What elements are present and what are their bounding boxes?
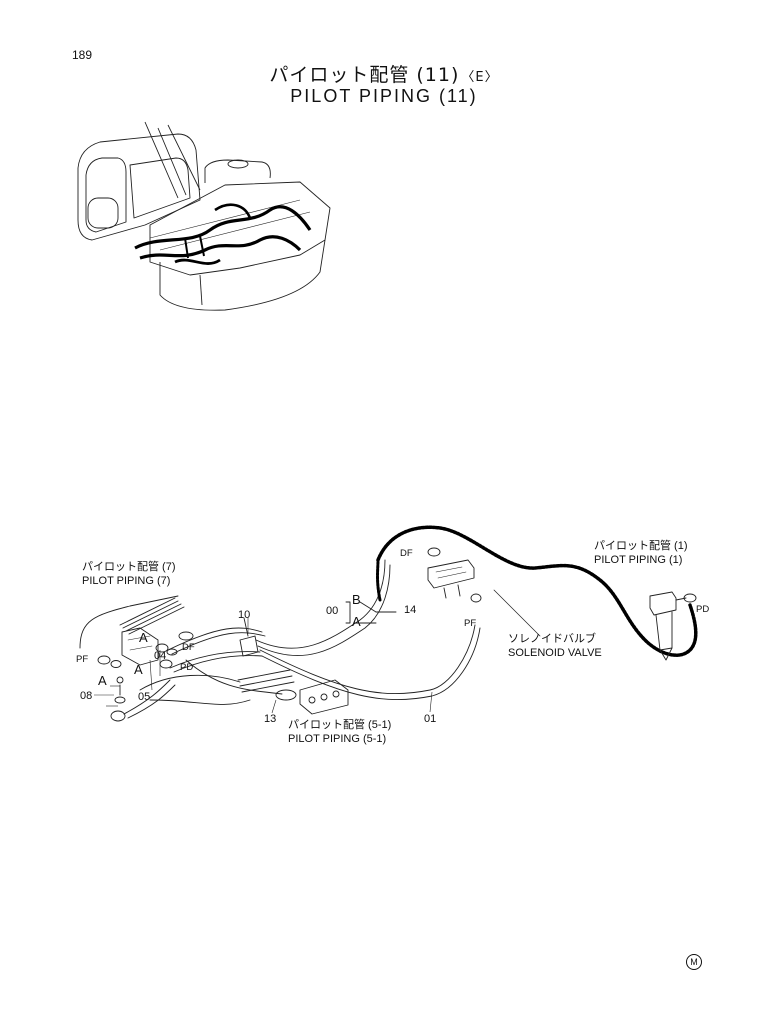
part-number-01: 01 bbox=[424, 713, 437, 725]
callout-pilot-piping-7: パイロット配管 (7) PILOT PIPING (7) bbox=[82, 561, 176, 589]
callout-pp7-jp: パイロット配管 (7) bbox=[82, 561, 176, 573]
callout-sol-jp: ソレノイドバルブ bbox=[508, 633, 596, 645]
excavator-overview bbox=[77, 121, 331, 311]
callout-sol-en: SOLENOID VALVE bbox=[508, 646, 602, 659]
page-number: 189 bbox=[72, 48, 93, 62]
port-label-a-1: A bbox=[139, 630, 148, 645]
title-english: PILOT PIPING (11) bbox=[290, 86, 478, 106]
callout-pp1-en: PILOT PIPING (1) bbox=[594, 553, 683, 566]
title-japanese: パイロット配管 (11)〈E〉 bbox=[0, 60, 768, 87]
port-label-b: B bbox=[352, 592, 361, 607]
port-label-a-2: A bbox=[134, 662, 143, 677]
port-label-pf-solenoid: PF bbox=[464, 618, 477, 629]
port-label-a-4: A bbox=[352, 614, 361, 629]
callout-pp7-en: PILOT PIPING (7) bbox=[82, 574, 171, 587]
port-label-a-3: A bbox=[98, 673, 107, 688]
part-number-08: 08 bbox=[80, 690, 93, 702]
port-label-df-left: DF bbox=[182, 642, 195, 653]
callout-pp51-jp: パイロット配管 (5-1) bbox=[288, 719, 392, 731]
port-label-pf-left: PF bbox=[76, 654, 89, 665]
title-jp-text: パイロット配管 (11) bbox=[269, 64, 460, 86]
port-label-pd-left: PD bbox=[180, 662, 194, 673]
leader-lines bbox=[94, 618, 433, 714]
callout-pilot-piping-1: パイロット配管 (1) PILOT PIPING (1) bbox=[594, 540, 688, 568]
part-number-04: 04 bbox=[154, 650, 167, 662]
callout-pp1-jp: パイロット配管 (1) bbox=[594, 540, 688, 552]
part-number-10: 10 bbox=[238, 609, 251, 621]
callout-pp51-en: PILOT PIPING (5-1) bbox=[288, 732, 387, 745]
port-label-df-solenoid: DF bbox=[400, 548, 413, 559]
part-number-00: 00 bbox=[326, 605, 339, 617]
port-label-pd-right: PD bbox=[696, 604, 710, 615]
part-number-13: 13 bbox=[264, 713, 277, 725]
part-number-05: 05 bbox=[138, 691, 151, 703]
callout-pilot-piping-5-1: パイロット配管 (5-1) PILOT PIPING (5-1) bbox=[288, 719, 391, 747]
part-number-14: 14 bbox=[404, 604, 417, 616]
title-variant: 〈E〉 bbox=[461, 70, 499, 85]
callout-solenoid-valve: ソレノイドバルブ SOLENOID VALVE bbox=[508, 633, 602, 661]
pilot-piping-assembly bbox=[79, 525, 698, 722]
maker-stamp: M bbox=[686, 954, 702, 970]
